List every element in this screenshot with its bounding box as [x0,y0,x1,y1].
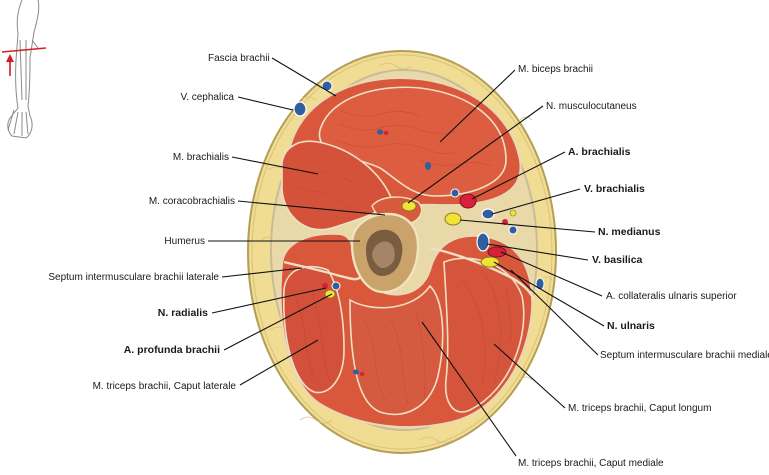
leader-lines [208,57,605,457]
label-n-medianus: N. medianus [598,226,661,238]
section-plane-line [1,47,47,53]
m-biceps-brachii [318,86,507,197]
n-ulnaris-nerve [480,256,500,268]
v-brachialis-vessel-2 [450,188,460,198]
label-v-basilica: V. basilica [592,254,643,266]
v-cephalica-vessel [293,101,307,117]
label-triceps-mediale: M. triceps brachii, Caput mediale [518,458,664,469]
arrow-head-icon [6,54,14,62]
superficial-vein-3 [508,225,518,235]
v-basilica-vessel [476,232,490,252]
septum-intermusculare-mediale [429,246,536,301]
fat-texture [261,62,553,444]
label-m-coracobrachialis: M. coracobrachialis [149,196,235,207]
label-v-cephalica: V. cephalica [180,92,234,103]
label-triceps-longum: M. triceps brachii, Caput longum [568,403,711,414]
intramuscular-vessels [353,129,431,376]
muscle-fiber-texture [291,109,511,405]
label-triceps-laterale: M. triceps brachii, Caput laterale [93,381,237,392]
label-humerus: Humerus [164,236,205,247]
label-fascia-brachii: Fascia brachii [208,53,270,64]
skin-edge [251,54,553,450]
small-nerve [509,209,517,217]
label-a-profunda-brachii: A. profunda brachii [124,344,220,356]
n-musculocutaneus-nerve [401,200,417,212]
label-m-brachialis: M. brachialis [173,152,229,163]
superficial-vein [321,80,333,92]
label-m-biceps-brachii: M. biceps brachii [518,64,593,75]
label-n-radialis: N. radialis [158,307,208,319]
label-a-brachialis: A. brachialis [568,146,631,158]
labels-right: M. biceps brachii N. musculocutaneus A. … [518,64,769,469]
septum-intermusculare-laterale [283,260,363,281]
a-collateralis-vessel [487,246,507,258]
label-septum-laterale: Septum intermusculare brachii laterale [48,272,219,283]
label-septum-mediale: Septum intermusculare brachii mediale [600,350,769,361]
arm-orientation-figure [1,0,47,139]
label-n-ulnaris: N. ulnaris [607,320,655,332]
labels-left: Fascia brachii V. cephalica M. brachiali… [48,53,269,392]
n-medianus-nerve [444,212,462,226]
label-n-musculocutaneus: N. musculocutaneus [546,101,637,112]
label-a-collateralis: A. collateralis ulnaris superior [606,291,737,302]
humerus [350,212,420,294]
label-v-brachialis: V. brachialis [584,183,645,195]
a-brachialis-vessel [459,193,477,209]
m-triceps-caput-mediale [349,284,444,416]
